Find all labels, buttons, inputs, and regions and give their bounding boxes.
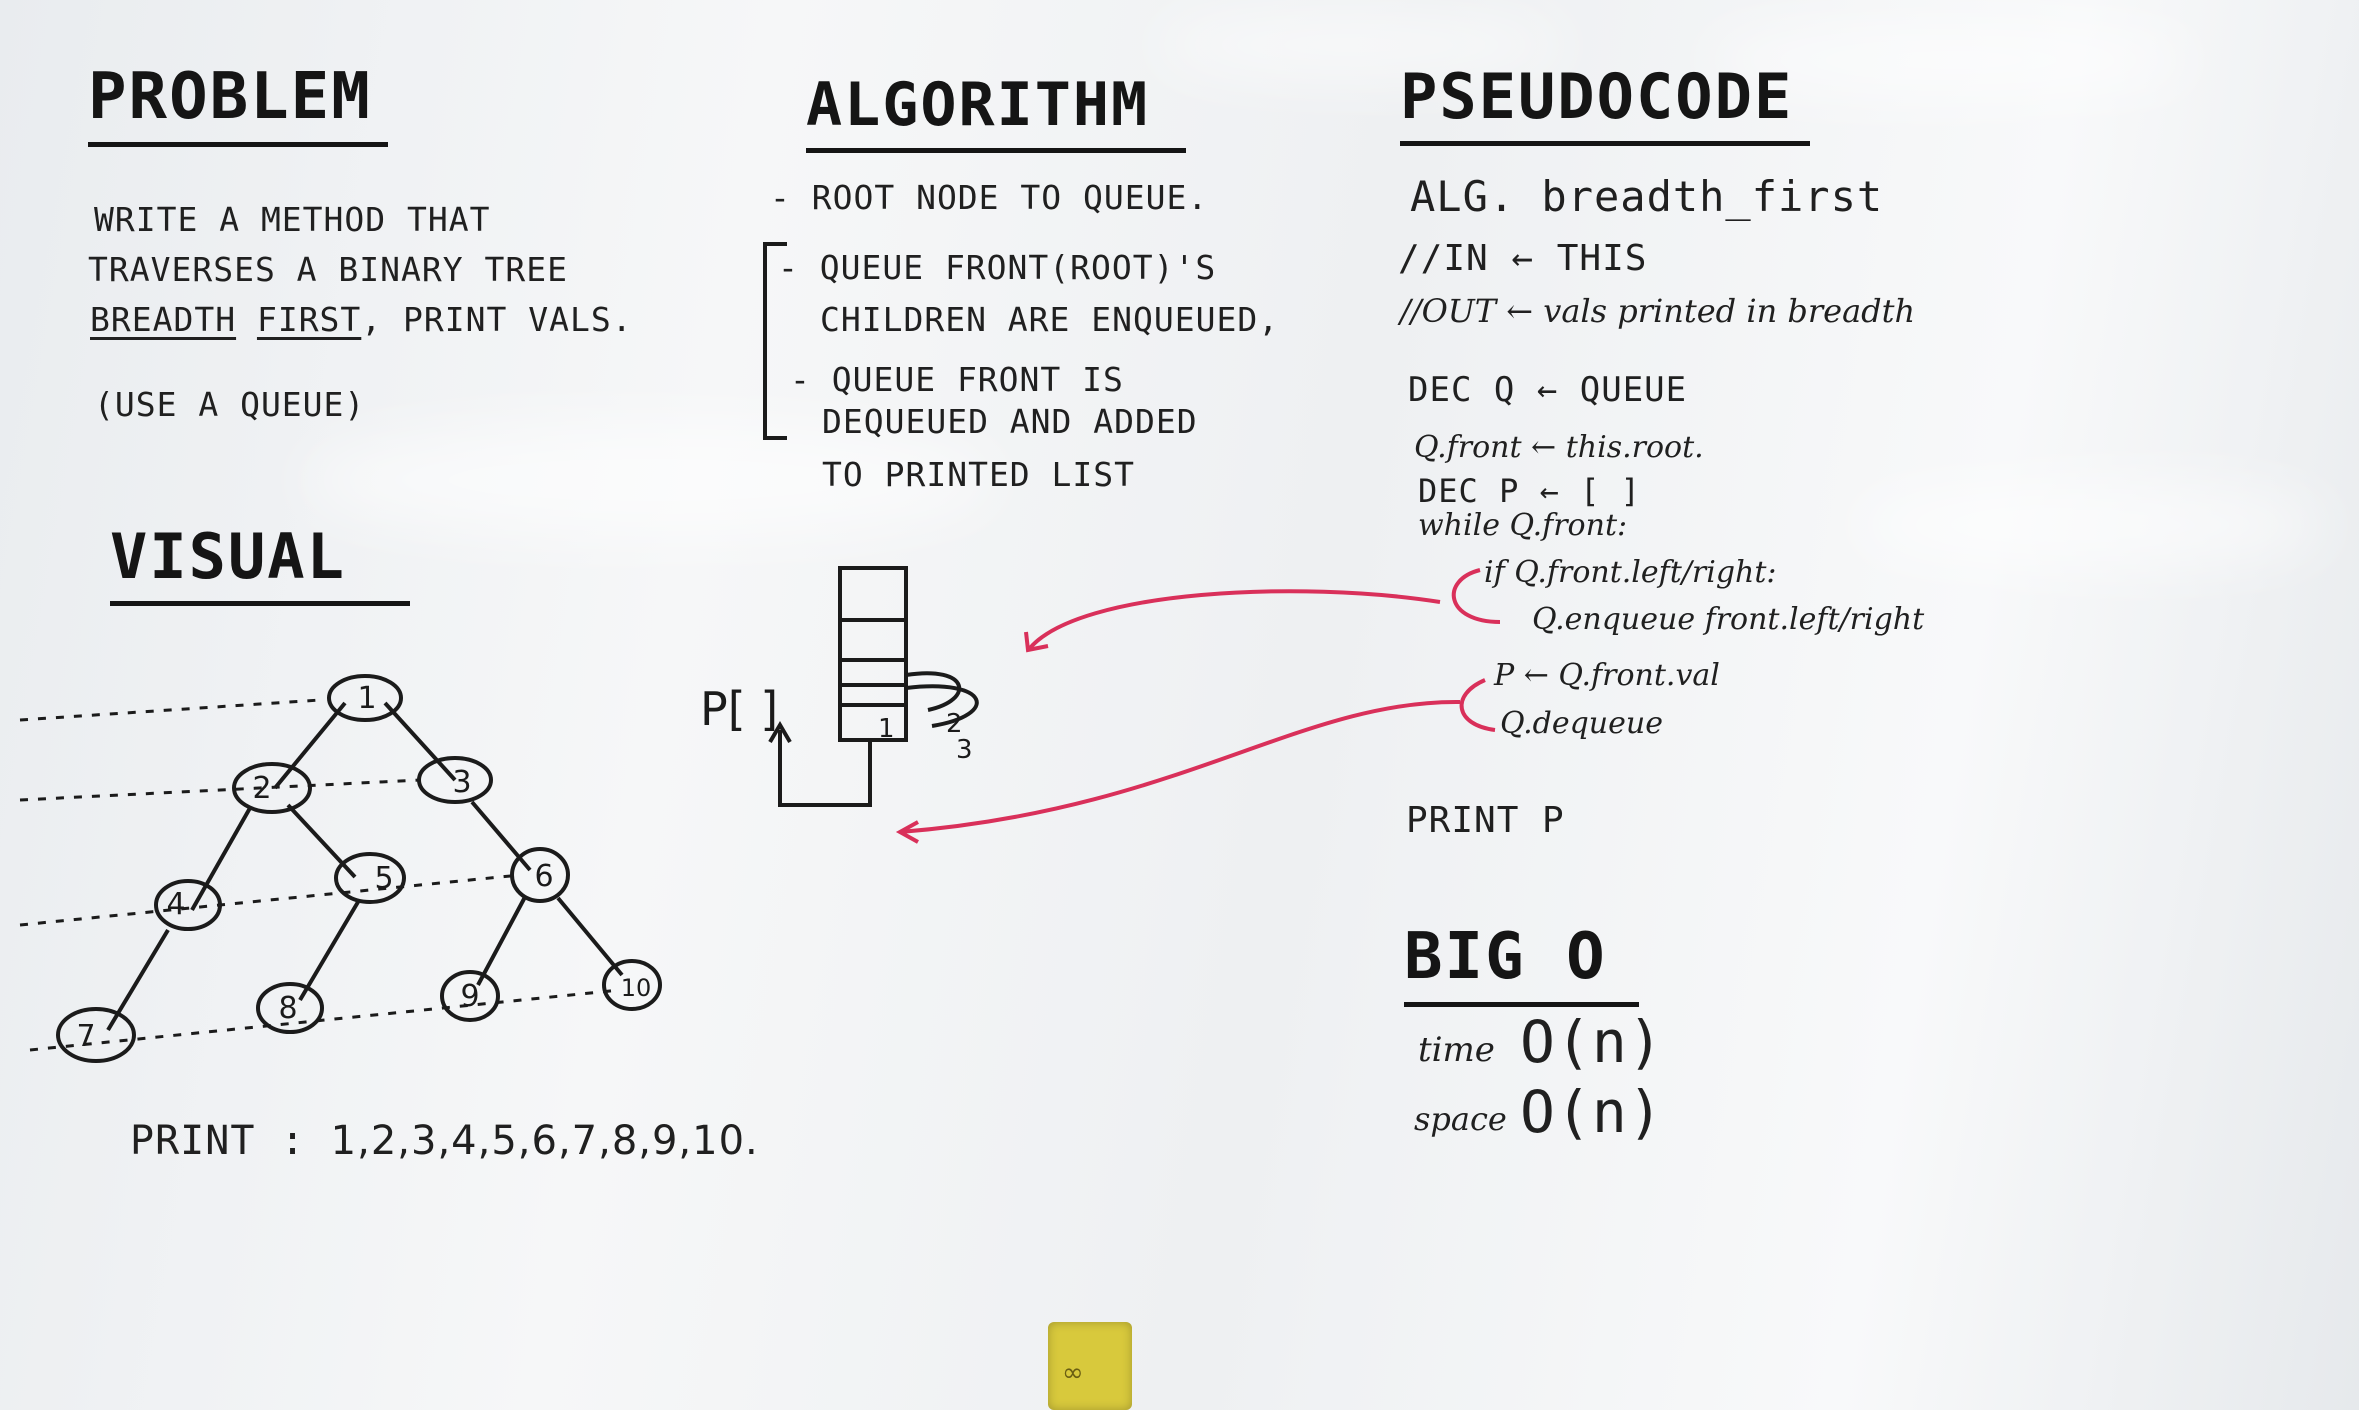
visual-heading: VISUAL — [110, 520, 410, 606]
tree-label-2: 2 — [252, 771, 271, 806]
tree-label-5: 5 — [374, 861, 393, 896]
tree-node-9 — [440, 970, 500, 1022]
queue-stack — [838, 566, 908, 742]
tree-node-5 — [334, 852, 406, 904]
first-word: FIRST — [256, 300, 362, 339]
magnet: ∞ — [1048, 1322, 1132, 1410]
pseudo-line-4: DEC Q ← QUEUE — [1408, 370, 1688, 410]
pseudo-line-11: Q.dequeue — [1500, 706, 1663, 741]
dequeue-bracket — [1459, 678, 1496, 732]
pseudo-line-2: //IN ← THIS — [1398, 238, 1648, 279]
tree-label-6: 6 — [534, 859, 553, 894]
pseudo-line-9: Q.enqueue front.left/right — [1532, 602, 1925, 637]
enqueue-bracket — [1451, 568, 1501, 624]
tree-node-7 — [56, 1007, 136, 1063]
print-output: PRINT : 1,2,3,4,5,6,7,8,9,10. — [130, 1118, 759, 1164]
dequeue-arrow — [899, 699, 1461, 834]
edge-1-2 — [273, 701, 347, 790]
pseudo-line-3: //OUT ← vals printed in breadth — [1400, 292, 1916, 330]
queue-slot-2: 2 — [946, 709, 963, 739]
algorithm-step-4: - QUEUE FRONT IS — [790, 360, 1124, 399]
queue-slot-3: 3 — [956, 735, 973, 765]
edge-6-10 — [556, 896, 624, 977]
queue-slot-1: 1 — [878, 714, 895, 744]
tree-node-10 — [602, 959, 662, 1011]
print-values: 1,2,3,4,5,6,7,8,9,10. — [330, 1118, 759, 1164]
pseudocode-heading: PSEUDOCODE — [1400, 60, 1810, 146]
tree-label-10: 10 — [621, 974, 652, 1002]
enqueue-arrow — [1028, 589, 1441, 650]
tree-label-8: 8 — [278, 991, 297, 1026]
problem-line-3-rest: , PRINT VALS. — [361, 300, 633, 339]
pseudo-line-5: Q.front ← this.root. — [1414, 430, 1704, 465]
binary-tree: 1 2 3 4 5 6 7 8 9 10 — [19, 674, 662, 1063]
algorithm-step-2: - QUEUE FRONT(ROOT)'S — [778, 248, 1217, 287]
time-value: O(n) — [1520, 1008, 1664, 1076]
tree-node-8 — [256, 982, 324, 1034]
pseudo-line-8: if Q.front.left/right: — [1484, 555, 1777, 590]
edge-3-6 — [470, 800, 532, 872]
red-annotations — [895, 568, 1501, 844]
edge-5-8 — [298, 900, 360, 1002]
edge-2-4 — [190, 807, 252, 911]
tree-node-4 — [154, 879, 222, 931]
edge-1-3 — [383, 701, 457, 782]
pseudo-line-6: DEC P ← [ ] — [1418, 472, 1641, 510]
problem-line-1: WRITE A METHOD THAT — [94, 200, 491, 239]
children-curve — [905, 684, 979, 728]
edge-6-9 — [476, 896, 527, 986]
time-label: time — [1418, 1030, 1495, 1070]
algorithm-step-1: - ROOT NODE TO QUEUE. — [770, 178, 1209, 217]
pseudo-line-7: while Q.front: — [1418, 508, 1628, 543]
edge-2-5 — [286, 803, 357, 879]
tree-node-6 — [510, 847, 570, 903]
space-label: space — [1414, 1100, 1507, 1138]
pseudo-line-12: PRINT P — [1406, 800, 1565, 841]
level-line-2 — [19, 873, 521, 927]
problem-heading: PROBLEM — [88, 60, 388, 147]
problem-line-2: TRAVERSES A BINARY TREE — [88, 250, 568, 289]
print-label: PRINT : — [130, 1118, 306, 1164]
dequeue-arrow-path — [778, 730, 872, 807]
space-value: O(n) — [1520, 1078, 1664, 1146]
problem-line-3: BREADTH FIRST, PRINT VALS. — [90, 300, 633, 339]
level-line-0 — [19, 698, 321, 722]
tree-label-1: 1 — [357, 681, 376, 716]
algorithm-step-6: TO PRINTED LIST — [822, 455, 1136, 494]
problem-note: (USE A QUEUE) — [94, 385, 366, 424]
tree-label-4: 4 — [166, 887, 185, 922]
algorithm-heading: ALGORITHM — [806, 70, 1186, 153]
pseudo-line-10: P ← Q.front.val — [1494, 658, 1720, 693]
level-line-3 — [29, 988, 621, 1052]
p-list-label: P[ ] — [700, 682, 778, 736]
queue-diagram: P[ ] 1 2 3 — [700, 566, 979, 807]
algorithm-step-5: DEQUEUED AND ADDED — [822, 402, 1198, 441]
algorithm-bracket — [763, 242, 787, 440]
algorithm-step-3: CHILDREN ARE ENQUEUED, — [820, 300, 1280, 339]
tree-node-1 — [327, 674, 403, 722]
tree-node-3 — [417, 756, 493, 804]
level-line-1 — [19, 778, 421, 802]
big-o-heading: BIG O — [1404, 920, 1639, 1007]
breadth-word: BREADTH — [90, 300, 237, 339]
tree-label-3: 3 — [452, 765, 471, 800]
pseudo-line-1: ALG. breadth_first — [1410, 172, 1884, 221]
tree-label-9: 9 — [460, 979, 479, 1014]
tree-label-7: 7 — [76, 1019, 95, 1054]
tree-node-2 — [232, 762, 312, 814]
